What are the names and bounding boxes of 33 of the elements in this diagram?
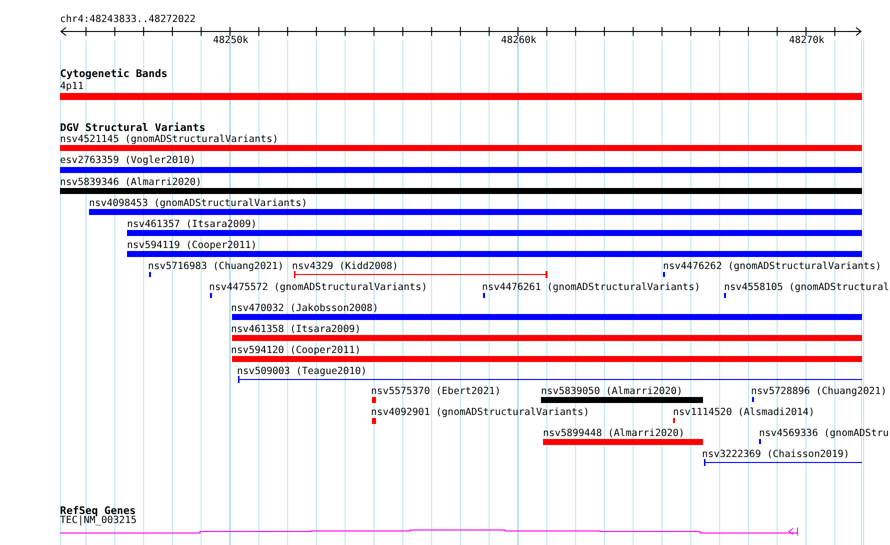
feature-label: nsv1114520 (Alsmadi2014) <box>673 407 815 418</box>
track-heading: RefSeq Genes <box>60 505 136 517</box>
feature-label: nsv4098453 (gnomADStructuralVariants) <box>89 198 308 209</box>
locus-label: chr4:48243833..48272022 <box>60 14 196 25</box>
feature-label: esv2763359 (Vogler2010) <box>60 155 196 166</box>
track-heading: Cytogenetic Bands <box>60 68 168 80</box>
feature-label: nsv3222369 (Chaisson2019) <box>702 449 850 460</box>
feature-label: nsv4329 (Kidd2008) <box>292 261 398 272</box>
feature-label: nsv4476262 (gnomADStructuralVariants) <box>663 261 882 272</box>
feature-label: nsv4569336 (gnomADStru <box>759 428 889 439</box>
feature-label: nsv4476261 (gnomADStructuralVariants) <box>482 282 700 293</box>
tick-label: 48250k <box>213 35 248 46</box>
feature-label: nsv4475572 (gnomADStructuralVariants) <box>209 282 428 293</box>
feature-label: nsv461358 (Itsara2009) <box>231 324 361 335</box>
feature-label: nsv5839050 (Almarri2020) <box>541 386 683 397</box>
feature-label: nsv5839346 (Almarri2020) <box>60 177 202 188</box>
feature-label: nsv5716983 (Chuang2021) <box>148 261 284 272</box>
tick-label: 48260k <box>501 35 536 46</box>
feature-label: nsv5575370 (Ebert2021) <box>371 386 501 397</box>
feature-label: nsv5728896 (Chuang2021) <box>751 386 887 397</box>
feature-label: nsv4558105 (gnomADStructural <box>724 282 890 293</box>
feature-label: nsv5899448 (Almarri2020) <box>543 428 685 439</box>
feature-label: nsv594119 (Cooper2011) <box>127 240 257 251</box>
tick-label: 48270k <box>789 35 824 46</box>
feature-label: 4p11 <box>60 81 84 92</box>
feature-label: nsv509003 (Teague2010) <box>237 366 367 377</box>
track-heading: DGV Structural Variants <box>60 122 206 134</box>
feature-label: nsv4092901 (gnomADStructuralVariants) <box>371 407 590 418</box>
feature-label: nsv4521145 (gnomADStructuralVariants) <box>60 134 278 145</box>
feature-label: nsv470032 (Jakobsson2008) <box>231 303 378 314</box>
feature-label: nsv594120 (Cooper2011) <box>231 345 361 356</box>
feature-label: nsv461357 (Itsara2009) <box>127 219 257 230</box>
feature-label: TEC|NM_003215 <box>60 515 137 526</box>
